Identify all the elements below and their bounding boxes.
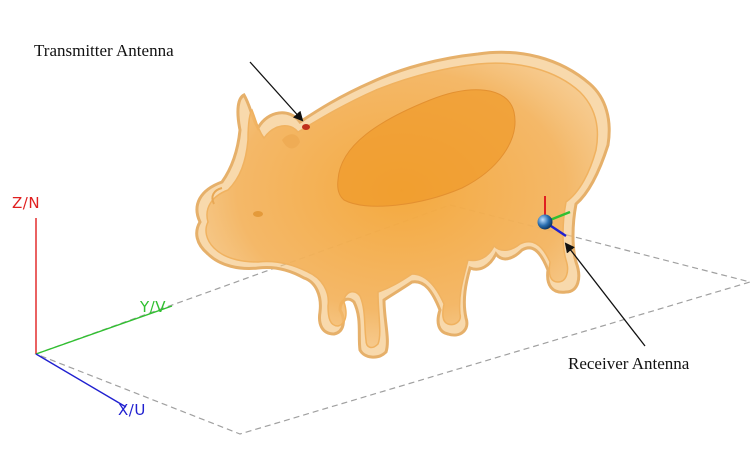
receiver-antenna-label: Receiver Antenna — [568, 354, 689, 374]
rhino-body-model — [197, 52, 609, 357]
x-axis-line — [36, 354, 126, 407]
z-axis-label: Z/N — [12, 194, 40, 212]
transmitter-antenna-label: Transmitter Antenna — [34, 41, 174, 61]
receiver-antenna-sphere — [538, 215, 553, 230]
transmitter-arrow — [250, 62, 302, 120]
rhino-eye — [253, 211, 263, 217]
x-axis-label: X/U — [118, 401, 146, 419]
rhino-mid-layer — [206, 63, 597, 347]
y-axis-label: Y/V — [140, 298, 166, 316]
transmitter-antenna-marker — [302, 124, 310, 130]
receiver-arrow — [566, 244, 645, 346]
